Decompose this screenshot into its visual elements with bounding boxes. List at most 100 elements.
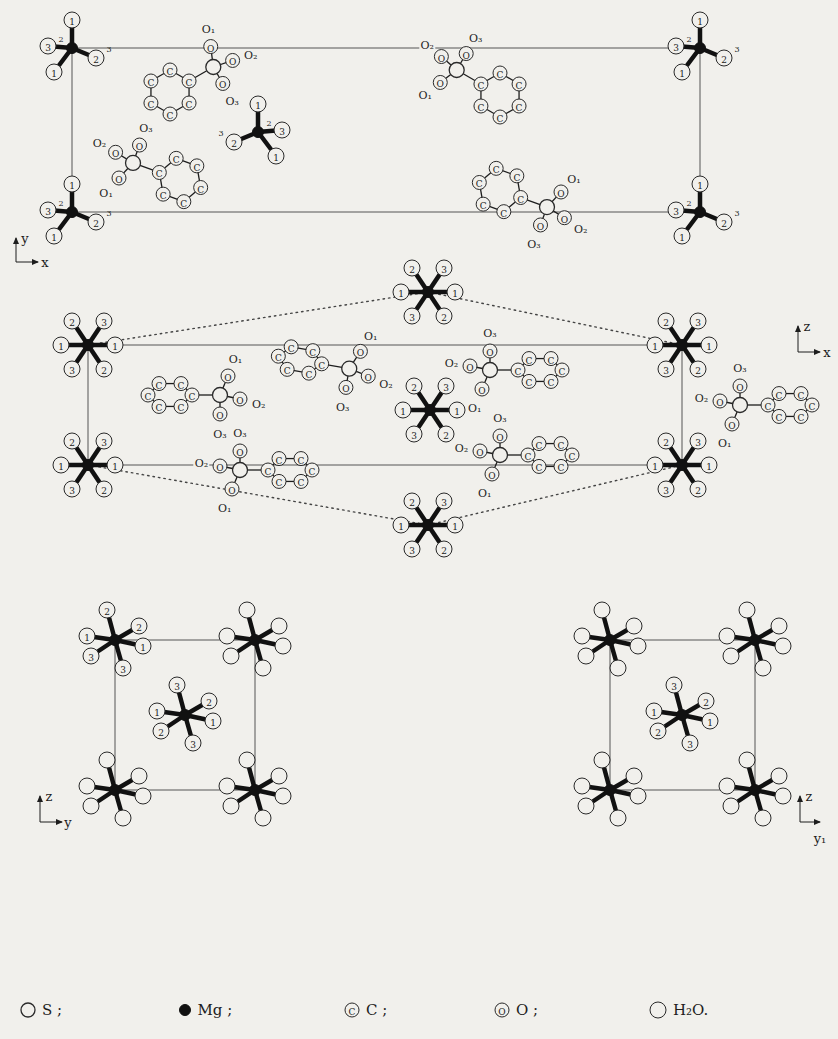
atom-label: O [498, 1008, 505, 1017]
overlap-number: 3 [734, 46, 739, 54]
carbon-atom [489, 161, 503, 175]
label-anchor: 1 [398, 516, 404, 534]
carbon-atom [152, 165, 166, 179]
label-anchor: C [480, 195, 487, 213]
water-oxygen [223, 798, 239, 814]
atom-label: 2 [695, 367, 701, 376]
label-anchor: 3 [174, 676, 180, 694]
bonds [116, 47, 812, 489]
label-anchor: C [776, 385, 783, 403]
atom-label: 3 [69, 367, 75, 376]
atom-label: 2 [409, 266, 415, 275]
carbon-atom [182, 96, 196, 110]
water-oxygen [574, 778, 590, 794]
label-anchor: 1 [697, 11, 703, 29]
label-anchor: O [488, 465, 495, 483]
atom-label: 2 [721, 56, 727, 65]
label-anchor: 1 [112, 456, 118, 474]
label-anchor: C [526, 372, 533, 390]
atom-label: 3 [190, 741, 196, 750]
atom-label: C [765, 403, 772, 412]
label-anchor: 3 [663, 360, 669, 378]
water-oxygen [438, 378, 454, 394]
atom-label: 2 [441, 314, 447, 323]
water-oxygen [668, 38, 684, 54]
carbon-atom [794, 387, 808, 401]
label-anchor: C [156, 375, 163, 393]
water-oxygen [658, 481, 674, 497]
atom-label: C [180, 200, 187, 209]
legend-text: H₂O. [673, 1003, 708, 1018]
axis-arrowhead [814, 819, 821, 825]
axis-arrowhead [814, 349, 821, 355]
label-anchor: C [559, 361, 566, 379]
unit-cell-edge [88, 345, 682, 465]
atom-label: O [496, 434, 503, 443]
unit-cell [72, 48, 755, 790]
atom-label: C [276, 479, 283, 488]
atom-label: C [178, 404, 185, 413]
water-oxygen [674, 64, 690, 80]
oxygen-atom [434, 50, 448, 64]
atom-label: O [478, 387, 485, 396]
label-anchor: 2 [409, 492, 415, 510]
oxygen-index: O₁ [467, 403, 482, 414]
atom-label: O [365, 374, 372, 383]
label-anchor: O₃ [482, 323, 497, 341]
label-anchor: C [275, 347, 282, 365]
label-anchor: 2 [411, 377, 417, 395]
label-anchor: 1 [706, 456, 712, 474]
label-anchor: C [298, 472, 305, 490]
carbon-atom [152, 377, 166, 391]
atom-label: C [559, 368, 566, 377]
label-anchor: 3 [279, 121, 285, 139]
water-oxygen [239, 752, 255, 768]
atom-label: O [486, 349, 493, 358]
atom-label: 1 [651, 709, 657, 718]
label-anchor: O₃ [526, 234, 541, 252]
carbon-atom [554, 459, 568, 473]
label-anchor: O [342, 378, 349, 396]
oxygen-index: O₂ [194, 458, 209, 469]
overlap-number: 2 [686, 200, 691, 208]
oxygen-index: O₂ [243, 50, 258, 61]
water-oxygen [135, 638, 151, 654]
oxygen-atom [213, 459, 227, 473]
label-anchor: 1 [651, 702, 657, 720]
atom-label: 3 [69, 487, 75, 496]
water-oxygen [610, 660, 626, 676]
water-oxygen [223, 648, 239, 664]
oxygen-atom [221, 369, 235, 383]
atom-label: 1 [679, 70, 685, 79]
atom-label: C [178, 382, 185, 391]
carbon-atom [272, 452, 286, 466]
label-anchor: 1 [58, 336, 64, 354]
label-anchor: O [136, 136, 143, 154]
water-oxygen [646, 703, 662, 719]
atom-label: 2 [158, 729, 164, 738]
oxygen-atom [361, 369, 375, 383]
axis-label: y [21, 232, 28, 245]
label-anchor: O [557, 183, 564, 201]
atom-label: C [186, 79, 193, 88]
label-anchor: 3 [687, 734, 693, 752]
label-anchor: C [309, 342, 316, 360]
water-oxygen [436, 260, 452, 276]
label-anchor: 3 [673, 201, 679, 219]
sulfur-atom [233, 463, 248, 478]
carbon-atom [544, 374, 558, 388]
label-anchor: 2 [93, 49, 99, 67]
atom-label: 1 [706, 343, 712, 352]
atom-label: C [558, 442, 565, 451]
label-anchor: C [298, 450, 305, 468]
carbon-atom [280, 362, 294, 376]
carbon-atom [194, 181, 208, 195]
atom-label: C [513, 174, 520, 183]
label-anchor: C [477, 97, 484, 115]
label-anchor: 2 [206, 692, 212, 710]
atom-label: 3 [695, 319, 701, 328]
atom-label: C [156, 170, 163, 179]
oxygen-atom [233, 444, 247, 458]
label-anchor: O [219, 74, 226, 92]
